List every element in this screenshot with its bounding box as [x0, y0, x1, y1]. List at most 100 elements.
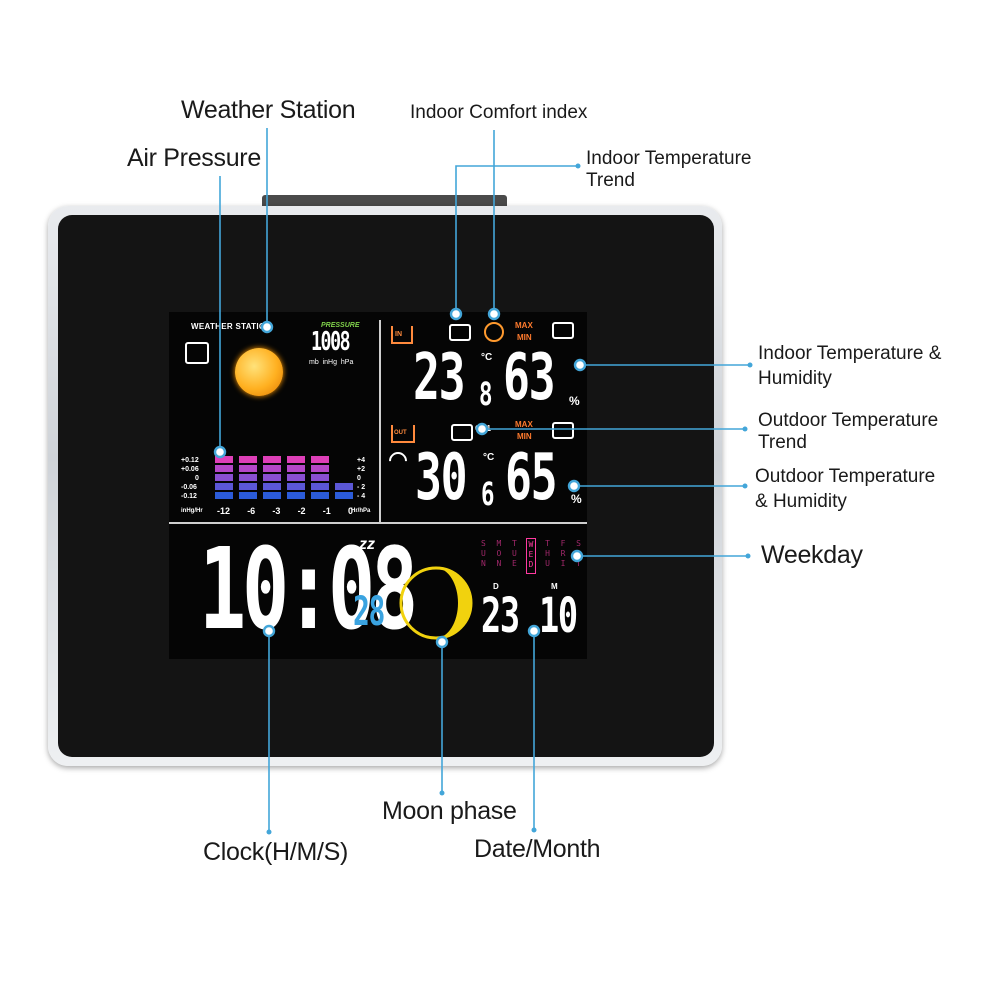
trend-arrow-icon [185, 342, 209, 364]
clock-time: 10:08 [199, 525, 418, 655]
indoor-min-label: MIN [517, 333, 532, 342]
callout-outdoor-trend-line2: Trend [758, 431, 807, 453]
graph-x-tick: 0 [347, 506, 353, 516]
weekday-letter: E [512, 559, 517, 568]
indoor-temperature: 23 [413, 341, 466, 415]
callout-moon-phase: Moon phase [382, 797, 517, 825]
graph-x-tick: -3 [272, 506, 281, 516]
divider-horizontal [169, 522, 587, 524]
indoor-badge: IN [395, 331, 402, 338]
indoor-unit: °C [481, 352, 493, 363]
pressure-bar-segment [311, 456, 329, 463]
pressure-bar-segment [311, 492, 329, 499]
pressure-bar-segment [335, 483, 353, 490]
weekday-letter: M [496, 539, 502, 548]
callout-indoor-th-line2: Humidity [758, 367, 832, 389]
weekday-letter: U [512, 549, 517, 558]
weekday-letter: H [545, 549, 550, 558]
pressure-bar-segment [263, 492, 281, 499]
pressure-bar-segment [239, 483, 257, 490]
pressure-bar-segment [215, 456, 233, 463]
weather-station-header: WEATHER STATION [191, 322, 272, 331]
pressure-bar-segment [287, 492, 305, 499]
callout-clock: Clock(H/M/S) [203, 838, 349, 866]
indoor-humidity: 63 [503, 341, 556, 415]
outdoor-max-label: MAX [515, 420, 533, 429]
callout-indoor-comfort: Indoor Comfort index [410, 102, 588, 123]
date-day: 23 [481, 588, 520, 644]
weekday-letter: U [545, 559, 550, 568]
weekday-letter: S [481, 539, 486, 548]
indoor-house-icon [391, 326, 413, 344]
indoor-humidity-trend-arrow-icon [552, 322, 574, 339]
graph-x-right-unit: Hr/hPa [351, 508, 371, 514]
graph-x-tick: -1 [322, 506, 331, 516]
pressure-units: mb inHg hPa [309, 359, 354, 366]
weekday-row: SUNMONTUEWEDTHUFRISAT [479, 538, 583, 574]
comfort-smiley-icon [484, 322, 504, 342]
pressure-bar-segment [215, 465, 233, 472]
graph-tick: -0.12 [181, 493, 197, 500]
weekday-letter: E [528, 550, 534, 559]
pressure-bar-segment [263, 465, 281, 472]
outdoor-temperature: 30 [415, 441, 468, 515]
pressure-bar-segment [215, 492, 233, 499]
callout-indoor-trend-line1: Indoor Temperature [586, 148, 752, 169]
callout-outdoor-th-line1: Outdoor Temperature [755, 466, 936, 487]
pressure-label: PRESSURE [321, 322, 360, 329]
graph-x-tick: -6 [247, 506, 256, 516]
pressure-bar-segment [215, 474, 233, 481]
callout-indoor-th-line1: Indoor Temperature & [758, 343, 942, 364]
weekday-letter: D [528, 560, 534, 569]
weekday-letter: I [560, 559, 566, 568]
weekday-letter: O [496, 549, 502, 558]
callout-air-pressure: Air Pressure [127, 144, 261, 172]
date-day-label: D [493, 582, 499, 591]
pressure-bar-segment [287, 465, 305, 472]
weekday-letter: F [560, 539, 566, 548]
date-month: 10 [539, 588, 578, 644]
callout-indoor-trend-line2: Trend [586, 169, 635, 191]
callout-indoor-th: Indoor Temperature & Humidity [758, 342, 941, 391]
pressure-bar-segment [311, 465, 329, 472]
pressure-bar-segment [239, 465, 257, 472]
weekday-letter: T [512, 539, 517, 548]
graph-tick: +2 [357, 466, 365, 473]
callout-outdoor-th-line2: & Humidity [755, 490, 847, 512]
pressure-bar-segment [287, 483, 305, 490]
weekday-letter: T [576, 559, 581, 568]
outdoor-humidity: 65 [505, 441, 558, 515]
outdoor-percent: % [571, 492, 582, 506]
graph-right-ticks: +4 +2 0 - 2 - 4 [357, 456, 377, 501]
graph-tick: +4 [357, 457, 365, 464]
pressure-bar-segment [239, 474, 257, 481]
pressure-bar-segment [287, 474, 305, 481]
outdoor-badge: OUT [394, 430, 407, 436]
pressure-bar-segment [263, 456, 281, 463]
graph-tick: - 2 [357, 484, 366, 491]
sun-icon [235, 348, 283, 396]
pressure-bar-segment [263, 483, 281, 490]
weekday-letter: W [528, 540, 534, 549]
graph-left-ticks: +0.12 +0.06 0 -0.06 -0.12 [181, 456, 213, 501]
callout-weekday: Weekday [761, 541, 863, 569]
callout-date-month: Date/Month [474, 835, 601, 863]
weekday-letter: N [496, 559, 502, 568]
callout-outdoor-th: Outdoor Temperature & Humidity [755, 465, 935, 514]
graph-tick: +0.12 [181, 457, 199, 464]
weekday-letter: N [481, 559, 486, 568]
date-month-label: M [551, 582, 558, 591]
indoor-temperature-decimal: 8 [479, 375, 493, 413]
pressure-bar-segment [335, 492, 353, 499]
graph-x-ticks: -12 -6 -3 -2 -1 0 [217, 506, 353, 516]
graph-tick: - 4 [357, 493, 366, 500]
moon-phase-icon [399, 566, 473, 640]
pressure-history-bars [215, 456, 353, 499]
weekday-letter: U [481, 549, 486, 558]
weekday-letter: S [576, 539, 581, 548]
device-handle [262, 195, 507, 209]
